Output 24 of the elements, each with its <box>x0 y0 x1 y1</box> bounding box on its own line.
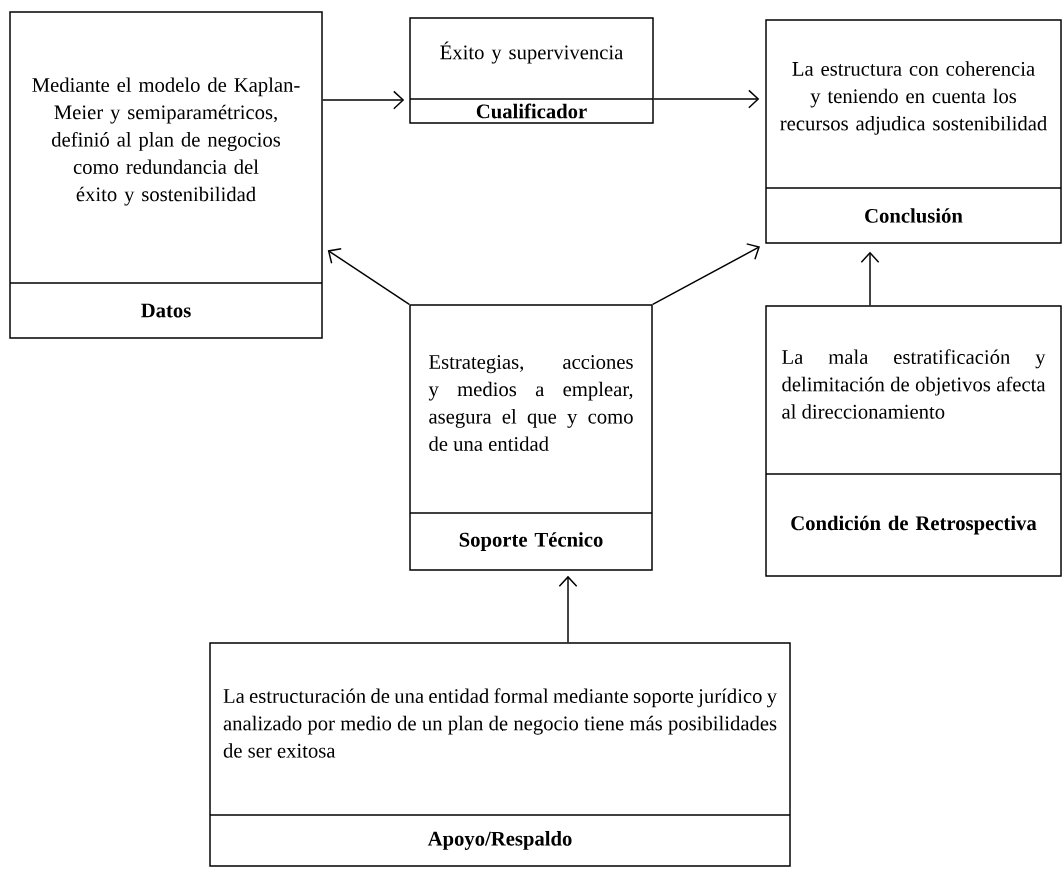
arrow <box>327 248 410 305</box>
labeled-box <box>9 11 323 339</box>
arrow <box>558 575 578 643</box>
body-text: La mala estratificación y delimitación de objetivos afecta al direccionamiento <box>782 349 1046 419</box>
box-heading: Soporte Técnico <box>459 532 603 551</box>
body-text: Éxito y supervivencia <box>440 41 624 64</box>
body-text: Estrategias, acciones y medios a emplear, asegura el que y como de una entidad <box>428 355 633 451</box>
box-heading: Conclusión <box>865 208 963 223</box>
arrow <box>653 89 760 109</box>
arrow <box>322 90 405 110</box>
arrow <box>652 243 760 305</box>
body-text: Mediante el modelo de Kaplan-Meier y semiparamétricos, definió al plan de negocios como redundancia del éxito y sostenibilidad <box>32 77 300 206</box>
labeled-box <box>409 17 654 124</box>
box-heading: Cualificador <box>476 103 587 119</box>
labeled-box <box>209 642 791 867</box>
labeled-box <box>765 305 1062 577</box>
box-heading: Apoyo/Respaldo <box>427 831 572 850</box>
arrow <box>860 251 880 306</box>
box-heading: Condición de Retrospectiva <box>791 515 1037 535</box>
body-text: La estructuración de una entidad formal mediante soporte jurídico y analizado por medio de un plan de negocio tiene más posibilidades de ser exitosa <box>223 688 777 758</box>
labeled-box <box>765 19 1062 244</box>
body-text: La estructura con coherencia y teniendo en cuenta los recursos adjudica sostenibilidad <box>780 61 1047 135</box>
box-heading: Datos <box>141 303 191 318</box>
labeled-box <box>409 304 653 571</box>
